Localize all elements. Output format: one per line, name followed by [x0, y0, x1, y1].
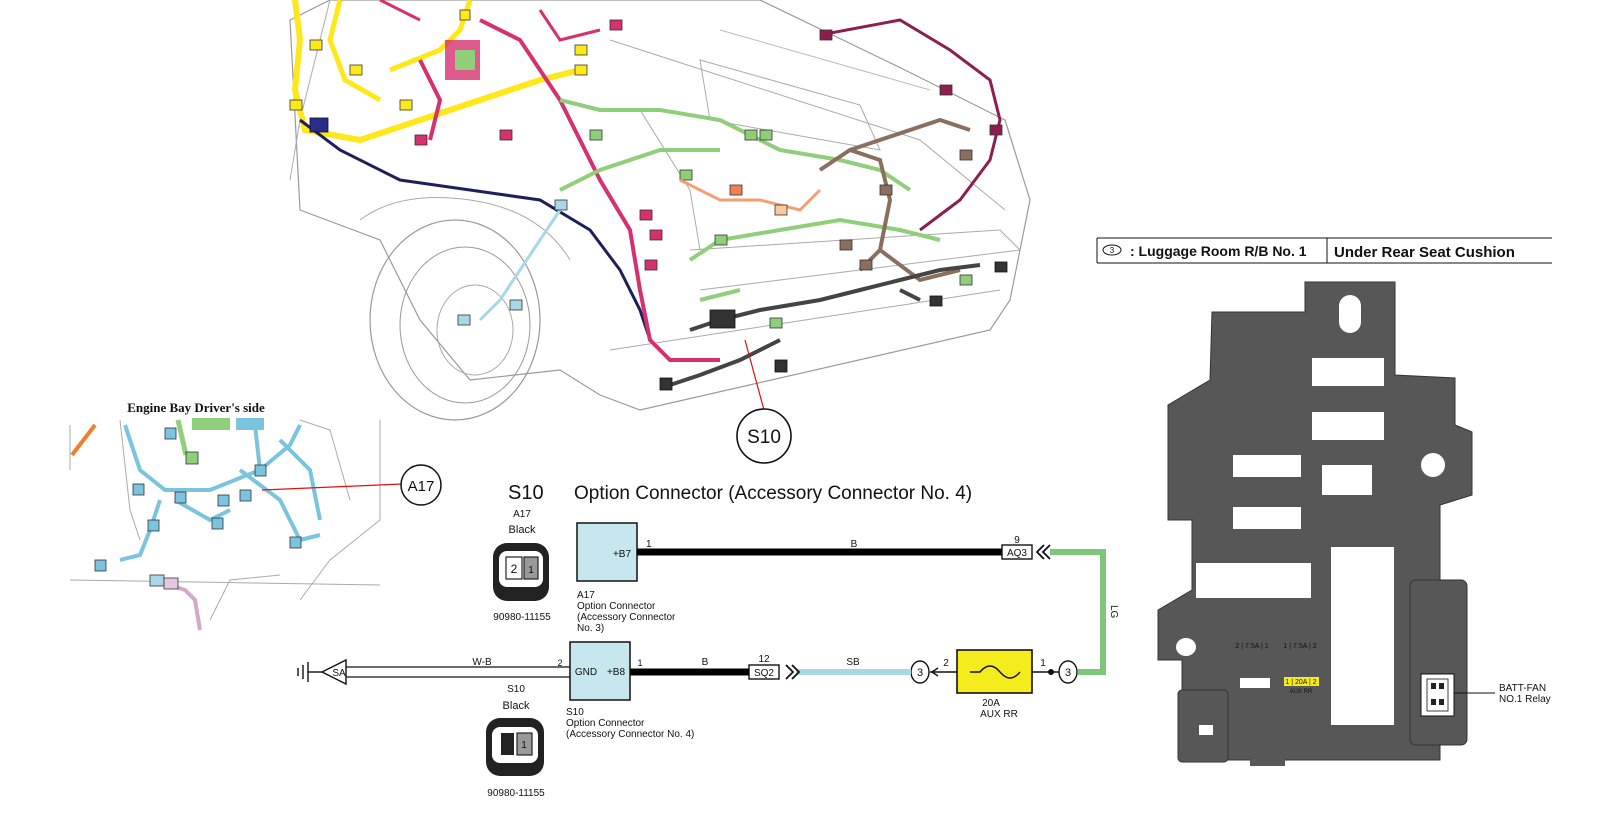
wire-sb-label: SB	[846, 657, 860, 668]
engine-bay-title: Engine Bay Driver's side	[127, 400, 265, 415]
wire-b-top-label: B	[851, 539, 858, 550]
aq3-junction[interactable]: 9 AQ3	[1001, 535, 1051, 560]
s10-connector-box[interactable]: GND +B8 2 1 S10 Option Connector (Access…	[557, 641, 694, 740]
ground-sa[interactable]: SA	[297, 658, 347, 686]
s10-b8-label: +B8	[607, 667, 626, 678]
engine-bay-inset: Engine Bay Driver's side	[69, 400, 381, 631]
s10-b8-pin: 1	[637, 658, 642, 668]
a17-pin-left: 2	[511, 562, 518, 576]
relay-header-location: Under Rear Seat Cushion	[1334, 244, 1515, 261]
fuse-left-terminal[interactable]: 3	[910, 660, 930, 684]
fuse-rating: 20A	[982, 698, 1000, 709]
a17-connector-face[interactable]: A17 Black 2 1 90980-11155	[493, 509, 551, 623]
relay-header-name: : Luggage Room R/B No. 1	[1130, 243, 1307, 259]
s10-callout-label: S10	[747, 427, 781, 448]
wire-lg	[1050, 549, 1106, 675]
a17-caption-1: A17	[577, 590, 595, 601]
wire-wb	[346, 666, 570, 678]
fuse-name: AUX RR	[980, 709, 1018, 720]
relay-fuse-b: 1 | 7.5A | 2	[1283, 643, 1316, 650]
a17-callout-label: A17	[408, 478, 435, 495]
a17-box-pin-label: +B7	[613, 549, 632, 560]
a17-pin-right: 1	[528, 565, 534, 576]
a17-face-color: Black	[509, 524, 536, 536]
fuse-right-terminal[interactable]: 3	[1058, 660, 1078, 684]
s10-face-color: Black	[503, 700, 530, 712]
s10-connector-face[interactable]: S10 Black 1 90980-11155	[486, 684, 545, 799]
aux-rr-fuse[interactable]: 1 2 20A AUX RR	[943, 649, 1046, 720]
a17-caption-3: (Accessory Connector	[577, 612, 676, 623]
wire-wb-label: W-B	[472, 657, 492, 668]
wire-b-bottom-label: B	[702, 657, 709, 668]
s10-gnd-label: GND	[575, 667, 597, 678]
a17-box-pin-num: 1	[646, 539, 652, 550]
vehicle-harness-illustration	[289, 0, 1031, 421]
schematic-code: S10	[508, 482, 544, 504]
schematic: S10 Option Connector (Accessory Connecto…	[297, 482, 1119, 799]
a17-caption-2: Option Connector	[577, 601, 656, 612]
s10-caption-3: (Accessory Connector No. 4)	[566, 729, 694, 740]
a17-caption-4: No. 3)	[577, 623, 604, 634]
a17-part-number: 90980-11155	[493, 612, 551, 623]
fuse-pin-right: 1	[1040, 658, 1046, 669]
sq2-junction[interactable]: 12 SQ2	[748, 654, 801, 680]
ground-label: SA	[332, 668, 346, 679]
sq2-pin: 12	[758, 654, 770, 665]
fuse-right-terminal-num: 3	[1065, 667, 1071, 679]
batt-fan-relay[interactable]	[1420, 673, 1495, 717]
relay-header-num: 3	[1110, 246, 1115, 255]
s10-caption-2: Option Connector	[566, 718, 645, 729]
s10-gnd-pin: 2	[557, 658, 562, 668]
s10-caption-1: S10	[566, 707, 584, 718]
s10-face-code: S10	[507, 684, 525, 695]
fuse-pin-left: 2	[943, 658, 949, 669]
aq3-label: AQ3	[1007, 548, 1027, 559]
a17-connector-box[interactable]: +B7 1 A17 Option Connector (Accessory Co…	[576, 522, 676, 634]
schematic-title: Option Connector (Accessory Connector No…	[574, 483, 972, 504]
s10-part-number: 90980-11155	[487, 788, 545, 799]
fuse-left-terminal-num: 3	[917, 667, 923, 679]
sq2-label: SQ2	[754, 668, 774, 679]
a17-face-code: A17	[513, 509, 531, 520]
relay-label-1: BATT-FAN	[1499, 683, 1546, 694]
wire-lg-label: LG	[1108, 605, 1119, 619]
relay-label-2: NO.1 Relay	[1499, 694, 1551, 705]
a17-location-callout[interactable]: A17	[261, 464, 442, 506]
relay-fuse-c: 1 | 20A | 2	[1285, 679, 1316, 686]
s10-location-callout[interactable]: S10	[736, 339, 792, 464]
s10-face-pin-right: 1	[521, 740, 527, 751]
relay-fuse-c-name: AUX RR	[1290, 689, 1313, 695]
relay-fuse-a: 2 | 7.5A | 1	[1235, 643, 1268, 650]
aq3-pin: 9	[1014, 535, 1020, 546]
relay-block-panel: 3 : Luggage Room R/B No. 1 Under Rear Se…	[1096, 237, 1552, 766]
